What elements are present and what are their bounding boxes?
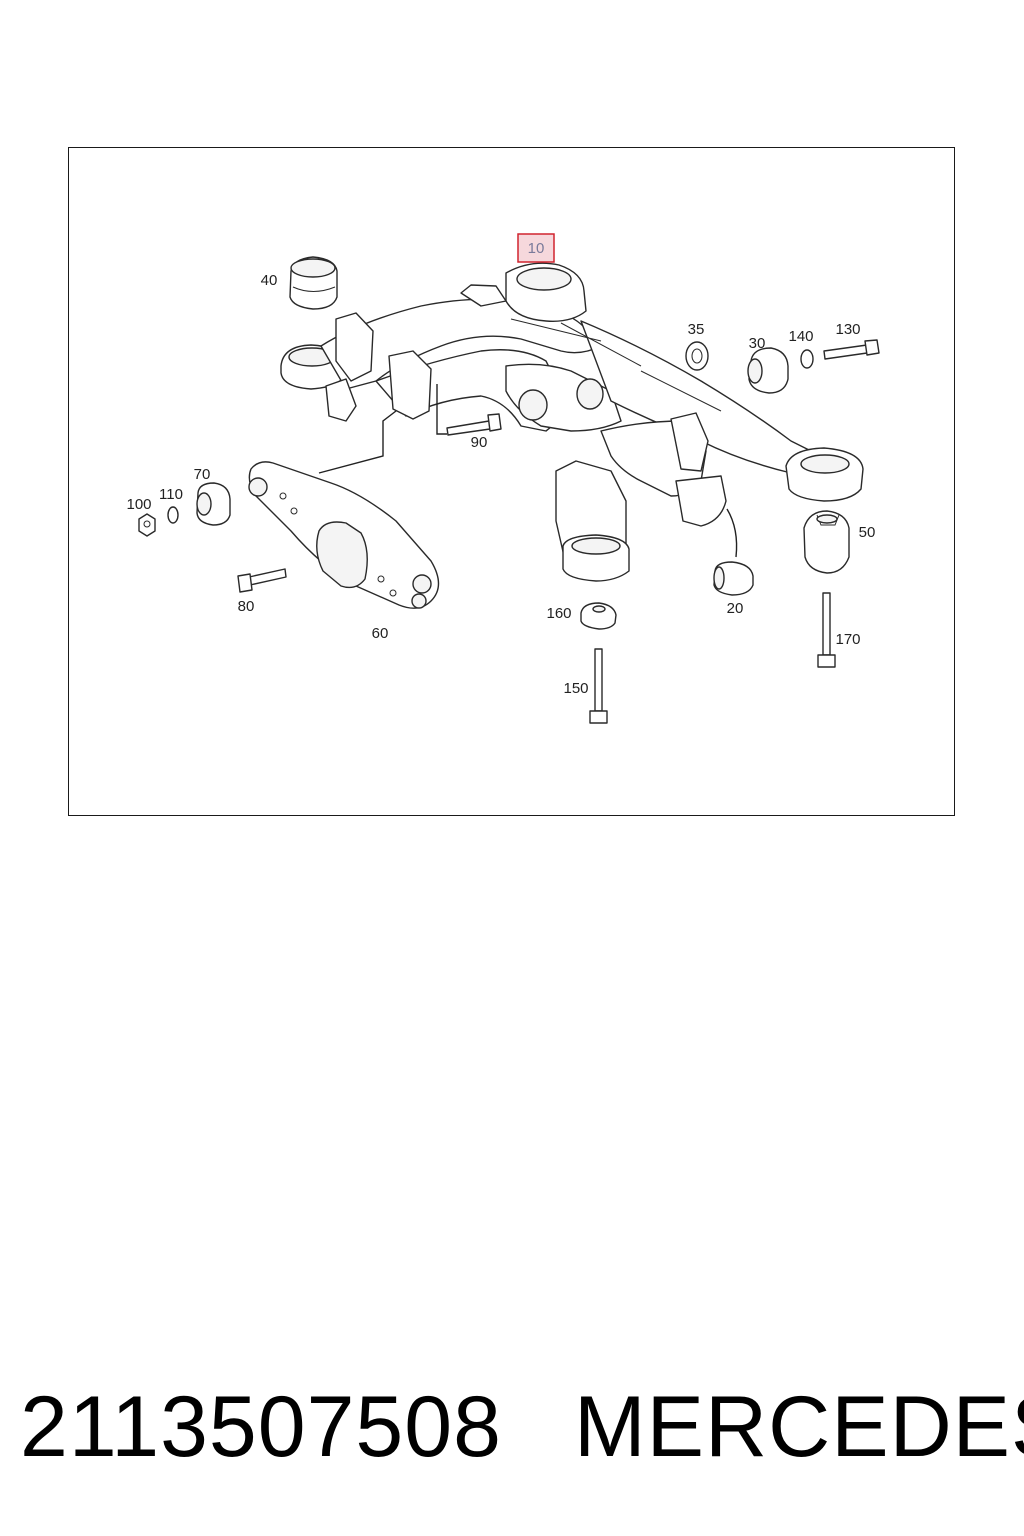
footer-caption: 2113507508 MERCEDES (0, 1372, 1024, 1482)
part-number: 2113507508 (20, 1379, 502, 1475)
part-35-washer[interactable] (685, 341, 709, 371)
callout-10: 10 (528, 240, 545, 257)
callout-100: 100 (126, 496, 151, 513)
callout-140: 140 (788, 328, 813, 345)
part-70-bushing[interactable] (196, 482, 231, 526)
callout-10-highlight[interactable]: 10 (517, 233, 555, 263)
callout-35: 35 (688, 321, 705, 338)
callout-160: 160 (546, 605, 571, 622)
callout-110: 110 (159, 486, 183, 503)
callout-50: 50 (859, 524, 876, 541)
part-60-lower-plate[interactable] (248, 410, 440, 609)
part-50-mount[interactable] (803, 510, 850, 574)
callout-70: 70 (194, 466, 211, 483)
callout-90: 90 (471, 434, 488, 451)
part-80-bolt[interactable] (237, 568, 287, 593)
callout-130: 130 (835, 321, 860, 338)
part-110-washer[interactable] (167, 506, 179, 524)
part-100-nut[interactable] (138, 513, 156, 537)
part-140-washer[interactable] (800, 349, 814, 369)
callout-60: 60 (372, 625, 389, 642)
part-20-bushing[interactable] (713, 508, 754, 596)
part-90-bolt[interactable] (436, 384, 502, 436)
callout-150: 150 (563, 680, 588, 697)
callout-20: 20 (727, 600, 744, 617)
rear-axle-subframe[interactable] (280, 262, 864, 582)
callout-170: 170 (835, 631, 860, 648)
part-40-mount-bushing[interactable] (289, 256, 338, 310)
callout-40: 40 (261, 272, 278, 289)
part-30-bushing[interactable] (747, 347, 789, 394)
subframe-exploded-diagram: 10 40 35 30 140 130 90 70 110 100 50 80 … (126, 233, 880, 724)
callout-30: 30 (749, 335, 766, 352)
part-150-bolt[interactable] (589, 648, 608, 724)
brand-name: MERCEDES (574, 1379, 1024, 1475)
part-130-bolt[interactable] (823, 339, 880, 360)
part-160-rubber-stop[interactable] (580, 602, 617, 630)
callout-80: 80 (238, 598, 255, 615)
part-170-bolt[interactable] (817, 592, 836, 668)
diagram-frame: 10 40 35 30 140 130 90 70 110 100 50 80 … (68, 147, 955, 816)
